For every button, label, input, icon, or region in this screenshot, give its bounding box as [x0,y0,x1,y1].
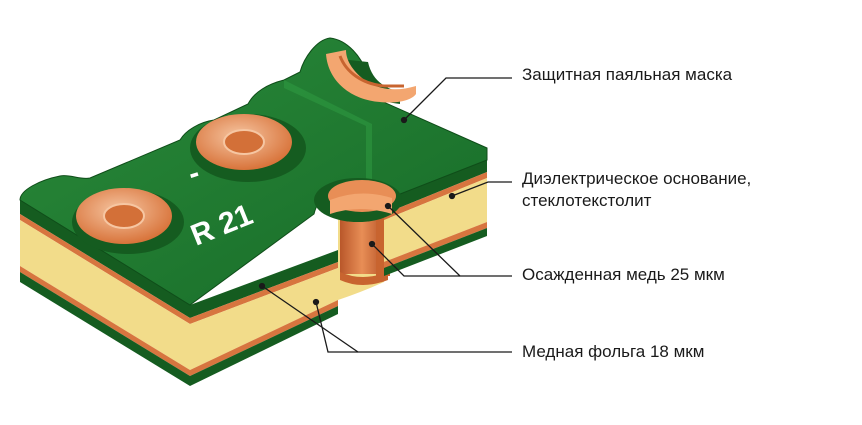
label-copper-foil: Медная фольга 18 мкм [522,342,705,361]
label-solder-mask: Защитная паяльная маска [522,65,733,84]
leader-dielectric [451,181,512,197]
label-dielectric-line1: Диэлектрическое основание, [522,169,752,188]
leader-plated-copper-b [371,243,460,277]
copper-pad-2 [190,114,306,182]
label-plated-copper: Осажденная медь 25 мкм [522,265,725,284]
front-face-layers [20,200,190,386]
leader-solder-mask [403,77,512,121]
leader-lines [258,77,512,353]
half-via-top [326,50,416,104]
copper-pad-1 [72,188,184,254]
mask-ridge [284,80,372,186]
dielectric-layer-front [20,220,190,370]
via-opening-front [314,178,402,222]
label-dielectric-line2: стеклотекстолит [522,191,652,210]
leader-copper-foil-b [315,301,358,353]
